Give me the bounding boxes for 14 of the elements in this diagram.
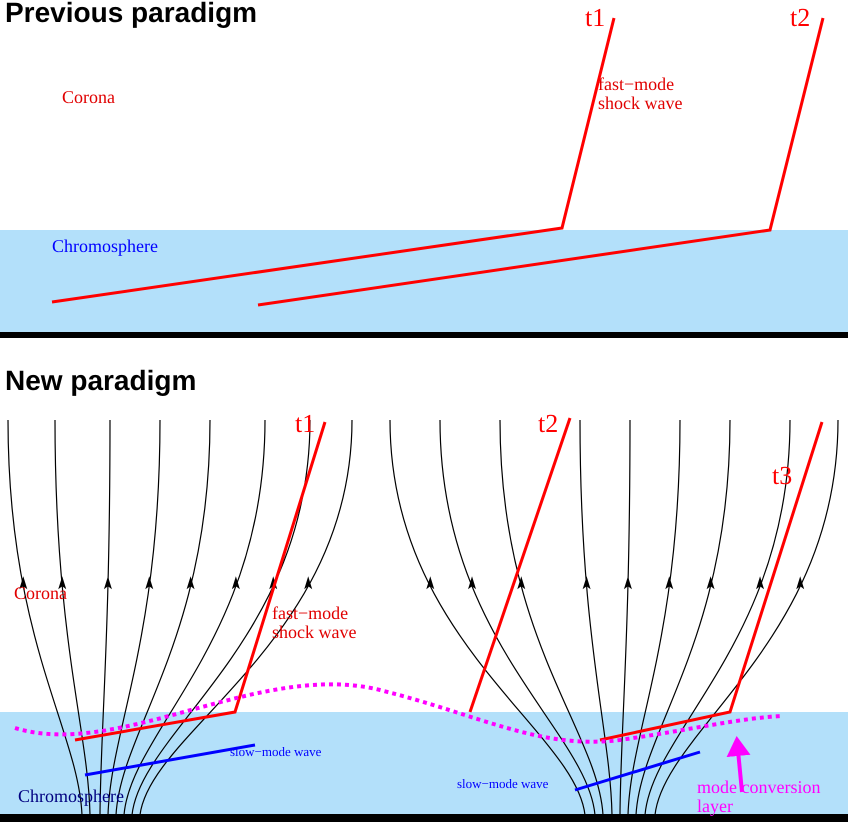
region-label: Corona xyxy=(62,88,115,107)
wave-label: slow−mode wave xyxy=(457,777,548,791)
shock-label: fast−mode shock wave xyxy=(598,75,684,113)
layer-label: mode conversion layer xyxy=(697,778,847,816)
time-label: t1 xyxy=(585,4,606,32)
panel-heading: Previous paradigm xyxy=(5,0,258,28)
arrow xyxy=(726,736,750,792)
wave-label: slow−mode wave xyxy=(230,745,322,759)
region-label: Chromosphere xyxy=(52,237,158,256)
time-label: t1 xyxy=(295,410,316,438)
time-label: t2 xyxy=(790,4,810,32)
dotted-layer-line xyxy=(14,682,782,744)
time-label: t2 xyxy=(538,410,558,438)
panel-heading: New paradigm xyxy=(5,366,196,396)
